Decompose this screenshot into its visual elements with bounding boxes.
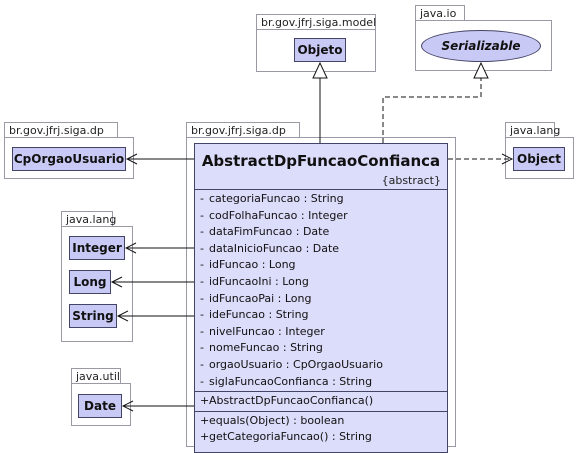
visibility-marker: - bbox=[200, 374, 204, 388]
package-tab-dp-left: br.gov.jfrj.siga.dp bbox=[4, 122, 118, 137]
main-class-name: AbstractDpFuncaoConfianca bbox=[201, 152, 441, 170]
visibility-marker: - bbox=[200, 308, 204, 322]
attribute-row-label: nomeFuncao : String bbox=[209, 341, 323, 355]
class-abstract-dp-funcao-confianca[interactable]: AbstractDpFuncaoConfianca {abstract} -ca… bbox=[194, 143, 448, 453]
attribute-row-label: orgaoUsuario : CpOrgaoUsuario bbox=[209, 358, 383, 371]
constructors-separator bbox=[195, 391, 447, 393]
attribute-row[interactable]: -dataFimFuncao : Date bbox=[195, 224, 447, 241]
attribute-row-label: idFuncaoPai : Long bbox=[209, 291, 312, 305]
attribute-row[interactable]: -ideFuncao : String bbox=[195, 307, 447, 324]
association-string-arrowhead bbox=[116, 310, 129, 322]
class-objeto[interactable]: Objeto bbox=[294, 38, 346, 62]
visibility-marker: - bbox=[200, 258, 204, 272]
class-cp-orgao-usuario[interactable]: CpOrgaoUsuario bbox=[12, 147, 126, 171]
methods-separator bbox=[195, 410, 447, 412]
attribute-row[interactable]: -dataInicioFuncao : Date bbox=[195, 241, 447, 258]
attribute-row-label: codFolhaFuncao : Integer bbox=[209, 208, 348, 222]
attribute-row[interactable]: -idFuncaoPai : Long bbox=[195, 291, 447, 308]
package-tab-io: java.io bbox=[415, 5, 465, 20]
method-row[interactable]: +equals(Object) : boolean bbox=[195, 413, 447, 430]
interface-serializable[interactable]: Serializable bbox=[421, 30, 541, 62]
attribute-row[interactable]: -siglaFuncaoConfianca : String bbox=[195, 374, 447, 391]
class-object[interactable]: Object bbox=[513, 147, 565, 171]
attribute-row-label: categoriaFuncao : String bbox=[209, 192, 344, 205]
attribute-row[interactable]: -nivelFuncao : Integer bbox=[195, 324, 447, 341]
class-integer[interactable]: Integer bbox=[69, 236, 125, 260]
visibility-marker: + bbox=[200, 413, 210, 427]
visibility-marker: - bbox=[200, 291, 204, 305]
attribute-row-label: dataFimFuncao : Date bbox=[209, 225, 330, 239]
association-orgao-arrowhead bbox=[125, 153, 138, 165]
association-long-arrowhead bbox=[110, 276, 123, 288]
attribute-row[interactable]: -orgaoUsuario : CpOrgaoUsuario bbox=[195, 357, 447, 374]
realization-serializable-line bbox=[382, 78, 482, 143]
attribute-row-label: idFuncao : Long bbox=[209, 258, 296, 272]
main-class-stereotype: {abstract} bbox=[381, 174, 441, 187]
attribute-row[interactable]: -idFuncaoIni : Long bbox=[195, 274, 447, 291]
package-tab-dp-main: br.gov.jfrj.siga.dp bbox=[186, 122, 300, 137]
package-tab-lang-right: java.lang bbox=[505, 122, 560, 137]
class-long[interactable]: Long bbox=[69, 270, 111, 294]
association-date-arrowhead bbox=[121, 400, 134, 412]
method-row[interactable]: +getCategoriaFuncao() : String bbox=[195, 429, 447, 446]
generalization-objeto-arrowhead bbox=[312, 61, 328, 79]
visibility-marker: + bbox=[200, 394, 210, 408]
visibility-marker: - bbox=[200, 208, 204, 222]
attribute-row[interactable]: -nomeFuncao : String bbox=[195, 340, 447, 357]
attribute-row[interactable]: -idFuncao : Long bbox=[195, 257, 447, 274]
realization-serializable-arrowhead bbox=[473, 61, 489, 79]
attribute-row-label: dataInicioFuncao : Date bbox=[209, 241, 340, 255]
method-row-label: getCategoriaFuncao() : String bbox=[209, 430, 372, 444]
class-date[interactable]: Date bbox=[78, 394, 122, 418]
attributes-separator bbox=[195, 189, 447, 190]
attribute-row[interactable]: -categoriaFuncao : String bbox=[195, 191, 447, 208]
package-tab-util: java.util bbox=[71, 368, 121, 383]
association-integer-arrowhead bbox=[124, 242, 137, 254]
attribute-row-label: siglaFuncaoConfianca : String bbox=[209, 374, 373, 388]
visibility-marker: - bbox=[200, 225, 204, 239]
attribute-row-label: idFuncaoIni : Long bbox=[209, 275, 309, 288]
constructor-row-label: AbstractDpFuncaoConfianca() bbox=[209, 394, 374, 408]
visibility-marker: - bbox=[200, 358, 204, 371]
visibility-marker: - bbox=[200, 275, 204, 288]
package-tab-model: br.gov.jfrj.siga.model bbox=[256, 14, 376, 29]
constructor-row[interactable]: +AbstractDpFuncaoConfianca() bbox=[195, 393, 447, 410]
visibility-marker: - bbox=[200, 341, 204, 355]
visibility-marker: + bbox=[200, 430, 210, 444]
visibility-marker: - bbox=[200, 324, 204, 338]
attribute-row-label: nivelFuncao : Integer bbox=[209, 324, 325, 338]
method-row-label: equals(Object) : boolean bbox=[209, 413, 345, 427]
attribute-row-label: ideFuncao : String bbox=[209, 308, 309, 322]
package-tab-lang-left: java.lang bbox=[61, 211, 116, 226]
dependency-object-arrowhead bbox=[501, 153, 514, 165]
attribute-row[interactable]: -codFolhaFuncao : Integer bbox=[195, 208, 447, 225]
visibility-marker: - bbox=[200, 241, 204, 255]
visibility-marker: - bbox=[200, 192, 204, 205]
class-string[interactable]: String bbox=[69, 304, 117, 328]
